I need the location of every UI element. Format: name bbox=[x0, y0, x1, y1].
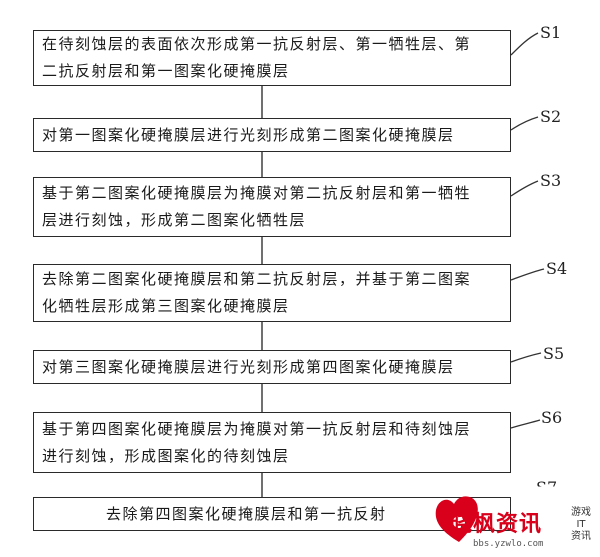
step-label-s1: S1 bbox=[540, 23, 562, 42]
step-text-s6-line2: 进行刻蚀，形成图案化的待刻蚀层 bbox=[42, 446, 290, 465]
leader-s2 bbox=[510, 116, 539, 131]
step-label-s2: S2 bbox=[540, 107, 562, 126]
step-box-s4: 去除第二图案化硬掩膜层和第二抗反射层，并基于第二图案 化牺牲层形成第三图案化硬掩… bbox=[33, 264, 511, 322]
leader-s4 bbox=[510, 268, 545, 281]
step-label-s7: S7 bbox=[536, 478, 558, 497]
leader-s5 bbox=[510, 352, 542, 363]
step-text-s5: 对第三图案化硬掩膜层进行光刻形成第四图案化硬掩膜层 bbox=[42, 354, 455, 381]
watermark-brand: 晓枫资讯 bbox=[450, 512, 543, 537]
step-text-s1-line2: 二抗反射层和第一图案化硬掩膜层 bbox=[42, 62, 290, 80]
watermark-side-line3: 资讯 bbox=[571, 531, 591, 542]
watermark-side-line1: 游戏 bbox=[571, 507, 591, 518]
step-text-s6-line1: 基于第四图案化硬掩膜层为掩膜对第一抗反射层和待刻蚀层 bbox=[42, 419, 472, 438]
step-label-s5: S5 bbox=[543, 344, 565, 363]
step-text-s1: 在待刻蚀层的表面依次形成第一抗反射层、第一牺牲层、第 二抗反射层和第一图案化硬掩… bbox=[42, 31, 471, 85]
watermark-side-text: 游戏 IT 资讯 bbox=[566, 507, 596, 543]
step-text-s2-line1: 对第一图案化硬掩膜层进行光刻形成第二图案化硬掩膜层 bbox=[42, 125, 455, 144]
step-box-s2: 对第一图案化硬掩膜层进行光刻形成第二图案化硬掩膜层 bbox=[33, 118, 511, 152]
step-label-s4: S4 bbox=[546, 259, 568, 278]
step-label-s3: S3 bbox=[540, 171, 562, 190]
step-text-s3-line2: 层进行刻蚀，形成第二图案化牺牲层 bbox=[42, 211, 307, 229]
step-text-s4-line2: 化牺牲层形成第三图案化硬掩膜层 bbox=[42, 297, 290, 315]
step-text-s7: 去除第四图案化硬掩膜层和第一抗反射 bbox=[106, 501, 387, 528]
step-text-s3: 基于第二图案化硬掩膜层为掩膜对第二抗反射层和第一牺牲 层进行刻蚀，形成第二图案化… bbox=[42, 180, 471, 234]
watermark-logo-icon bbox=[435, 496, 478, 542]
step-text-s1-line1: 在待刻蚀层的表面依次形成第一抗反射层、第一牺牲层、第 bbox=[42, 35, 472, 53]
leader-s1 bbox=[510, 32, 539, 56]
step-text-s3-line1: 基于第二图案化硬掩膜层为掩膜对第二抗反射层和第一牺牲 bbox=[42, 184, 472, 202]
watermark-url: bbs.yzwlo.com bbox=[473, 539, 544, 549]
step-label-s6: S6 bbox=[541, 408, 563, 427]
step-text-s4: 去除第二图案化硬掩膜层和第二抗反射层，并基于第二图案 化牺牲层形成第三图案化硬掩… bbox=[42, 266, 471, 320]
step-box-s1: 在待刻蚀层的表面依次形成第一抗反射层、第一牺牲层、第 二抗反射层和第一图案化硬掩… bbox=[33, 30, 511, 86]
step-text-s6: 基于第四图案化硬掩膜层为掩膜对第一抗反射层和待刻蚀层 进行刻蚀，形成图案化的待刻… bbox=[42, 416, 471, 470]
step-text-s2: 对第一图案化硬掩膜层进行光刻形成第二图案化硬掩膜层 bbox=[42, 122, 455, 149]
step-text-s5-line1: 对第三图案化硬掩膜层进行光刻形成第四图案化硬掩膜层 bbox=[42, 357, 455, 376]
step-text-s7-line1: 去除第四图案化硬掩膜层和第一抗反射 bbox=[106, 504, 387, 523]
leader-s6 bbox=[510, 419, 541, 429]
step-box-s5: 对第三图案化硬掩膜层进行光刻形成第四图案化硬掩膜层 bbox=[33, 350, 511, 384]
step-text-s4-line1: 去除第二图案化硬掩膜层和第二抗反射层，并基于第二图案 bbox=[42, 270, 472, 288]
step-box-s6: 基于第四图案化硬掩膜层为掩膜对第一抗反射层和待刻蚀层 进行刻蚀，形成图案化的待刻… bbox=[33, 412, 511, 473]
step-box-s3: 基于第二图案化硬掩膜层为掩膜对第二抗反射层和第一牺牲 层进行刻蚀，形成第二图案化… bbox=[33, 177, 511, 237]
watermark-side-line2: IT bbox=[576, 519, 586, 530]
leader-s3 bbox=[510, 180, 539, 197]
step-box-s7: 去除第四图案化硬掩膜层和第一抗反射 bbox=[33, 497, 511, 531]
